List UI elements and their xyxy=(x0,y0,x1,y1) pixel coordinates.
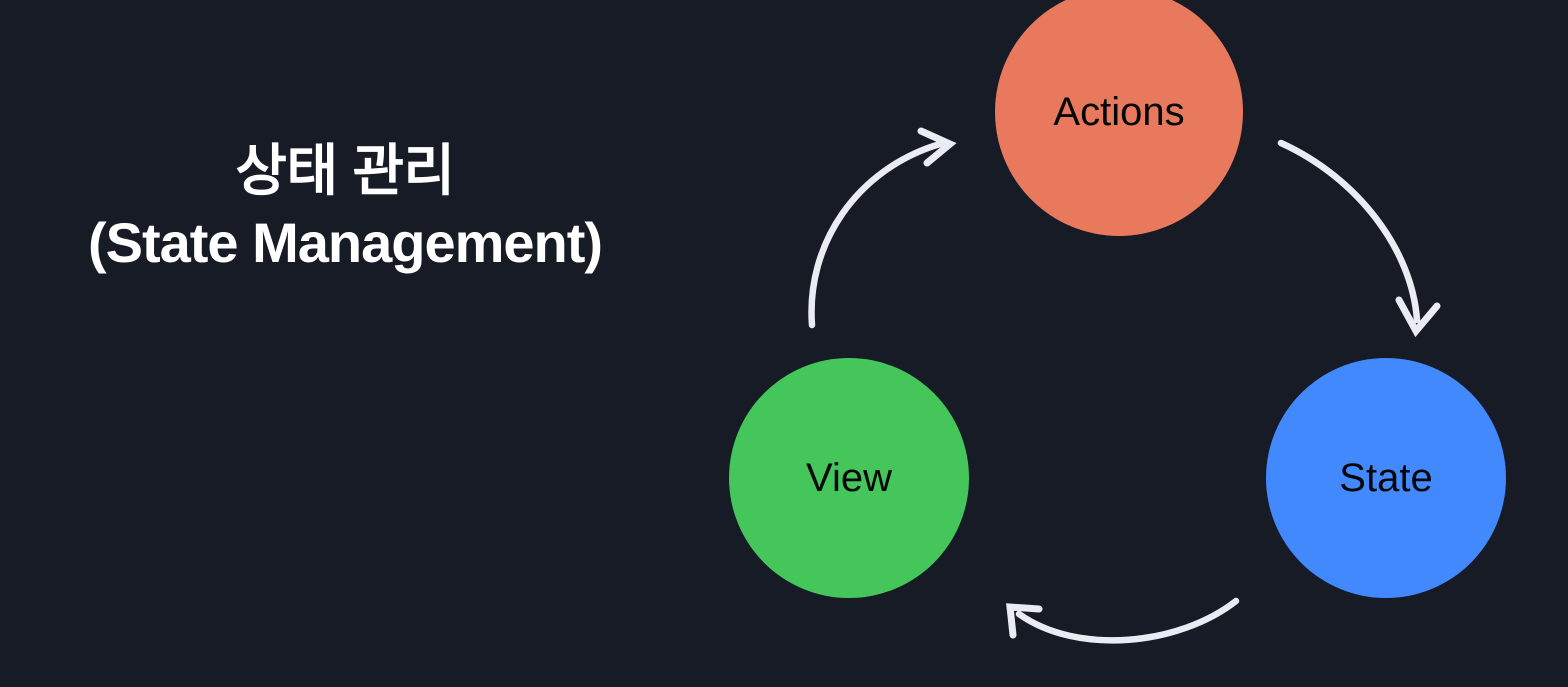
arrow-state-to-view xyxy=(1006,597,1240,644)
cycle-node-state[interactable]: State xyxy=(1266,358,1506,598)
arrow-view-to-actions xyxy=(808,127,957,329)
cycle-node-view-label: View xyxy=(806,455,892,500)
cycle-node-view[interactable]: View xyxy=(729,358,969,598)
page-title: 상태 관리 (State Management) xyxy=(0,138,690,276)
cycle-node-actions-label: Actions xyxy=(1053,89,1185,134)
cycle-node-actions[interactable]: Actions xyxy=(995,0,1243,236)
cycle-node-state-label: State xyxy=(1339,455,1433,500)
page-title-english: (State Management) xyxy=(87,211,603,275)
arrow-actions-to-state xyxy=(1277,139,1441,338)
page-title-korean: 상태 관리 xyxy=(235,139,455,202)
